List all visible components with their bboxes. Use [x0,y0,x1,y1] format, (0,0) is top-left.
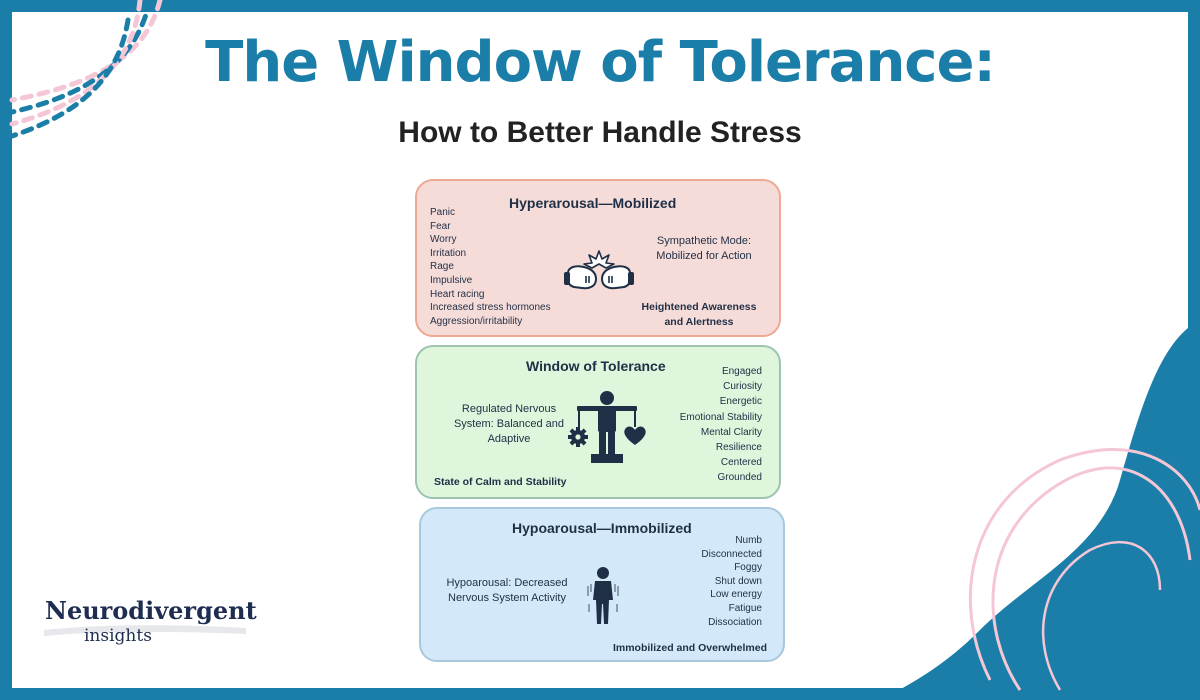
list-item: Irritation [430,247,467,259]
list-item: Aggression/irritability [430,315,523,327]
hypoarousal-zone: Hypoarousal—Immobilized Numb Disconnecte… [419,507,785,662]
hyperarousal-symptoms-list: Panic Fear Worry Irritation Rage Impulsi… [430,206,551,328]
list-item: Shut down [714,575,762,587]
shivering-person-icon [587,567,619,624]
page-subtitle: How to Better Handle Stress [398,116,802,149]
logo-wordmark: Neurodivergent [45,596,257,625]
hyperarousal-zone: Hyperarousal—Mobilized Panic Fear Worry … [415,179,781,337]
list-item: Impulsive [430,274,473,286]
list-item: Panic [430,207,456,218]
list-item: Curiosity [723,381,762,393]
list-item: Worry [430,234,457,246]
window-caption: State of Calm and Stability [434,476,567,488]
list-item: Mental Clarity [700,426,762,438]
window-of-tolerance-zone: Window of Tolerance Engaged Curiosity En… [415,345,781,499]
window-of-tolerance-title: Window of Tolerance [526,358,666,374]
list-item: Resilience [715,442,762,454]
hypoarousal-title: Hypoarousal—Immobilized [512,520,692,536]
list-item: Dissociation [708,616,762,628]
list-item: Low energy [710,589,762,601]
hyperarousal-title: Hyperarousal—Mobilized [509,195,677,211]
list-item: Centered [720,457,762,469]
list-item: Engaged [721,366,762,377]
hyperarousal-caption: Heightened Awareness and Alertness [641,301,757,328]
page-title: The Window of Tolerance: [205,30,996,95]
wave-blob-decoration [880,320,1200,700]
list-item: Grounded [717,472,762,484]
list-item: Increased stress hormones [430,302,551,314]
list-item: Disconnected [701,548,762,560]
list-item: Foggy [734,562,762,574]
window-regulated-note: Regulated Nervous System: Balanced and A… [453,403,565,445]
hypoarousal-note: Hypoarousal: Decreased Nervous System Ac… [446,577,568,604]
window-qualities-list: Engaged Curiosity Energetic Emotional St… [680,364,762,486]
hypoarousal-symptoms-list: Numb Disconnected Foggy Shut down Low en… [701,534,762,629]
list-item: Numb [735,535,762,546]
dashed-arcs-decoration [9,0,163,139]
list-item: Energetic [719,396,762,408]
balance-person-icon [568,391,646,463]
hyperarousal-mode-note: Sympathetic Mode: Mobilized for Action [656,235,752,262]
boxing-gloves-icon [564,250,634,290]
list-item: Heart racing [430,288,485,300]
list-item: Fear [430,220,451,232]
logo-brush-underline [44,625,246,636]
hypoarousal-caption: Immobilized and Overwhelmed [612,642,767,654]
logo-subword: insights [84,626,152,646]
list-item: Emotional Stability [679,411,762,423]
list-item: Rage [430,261,454,273]
list-item: Fatigue [728,602,762,614]
